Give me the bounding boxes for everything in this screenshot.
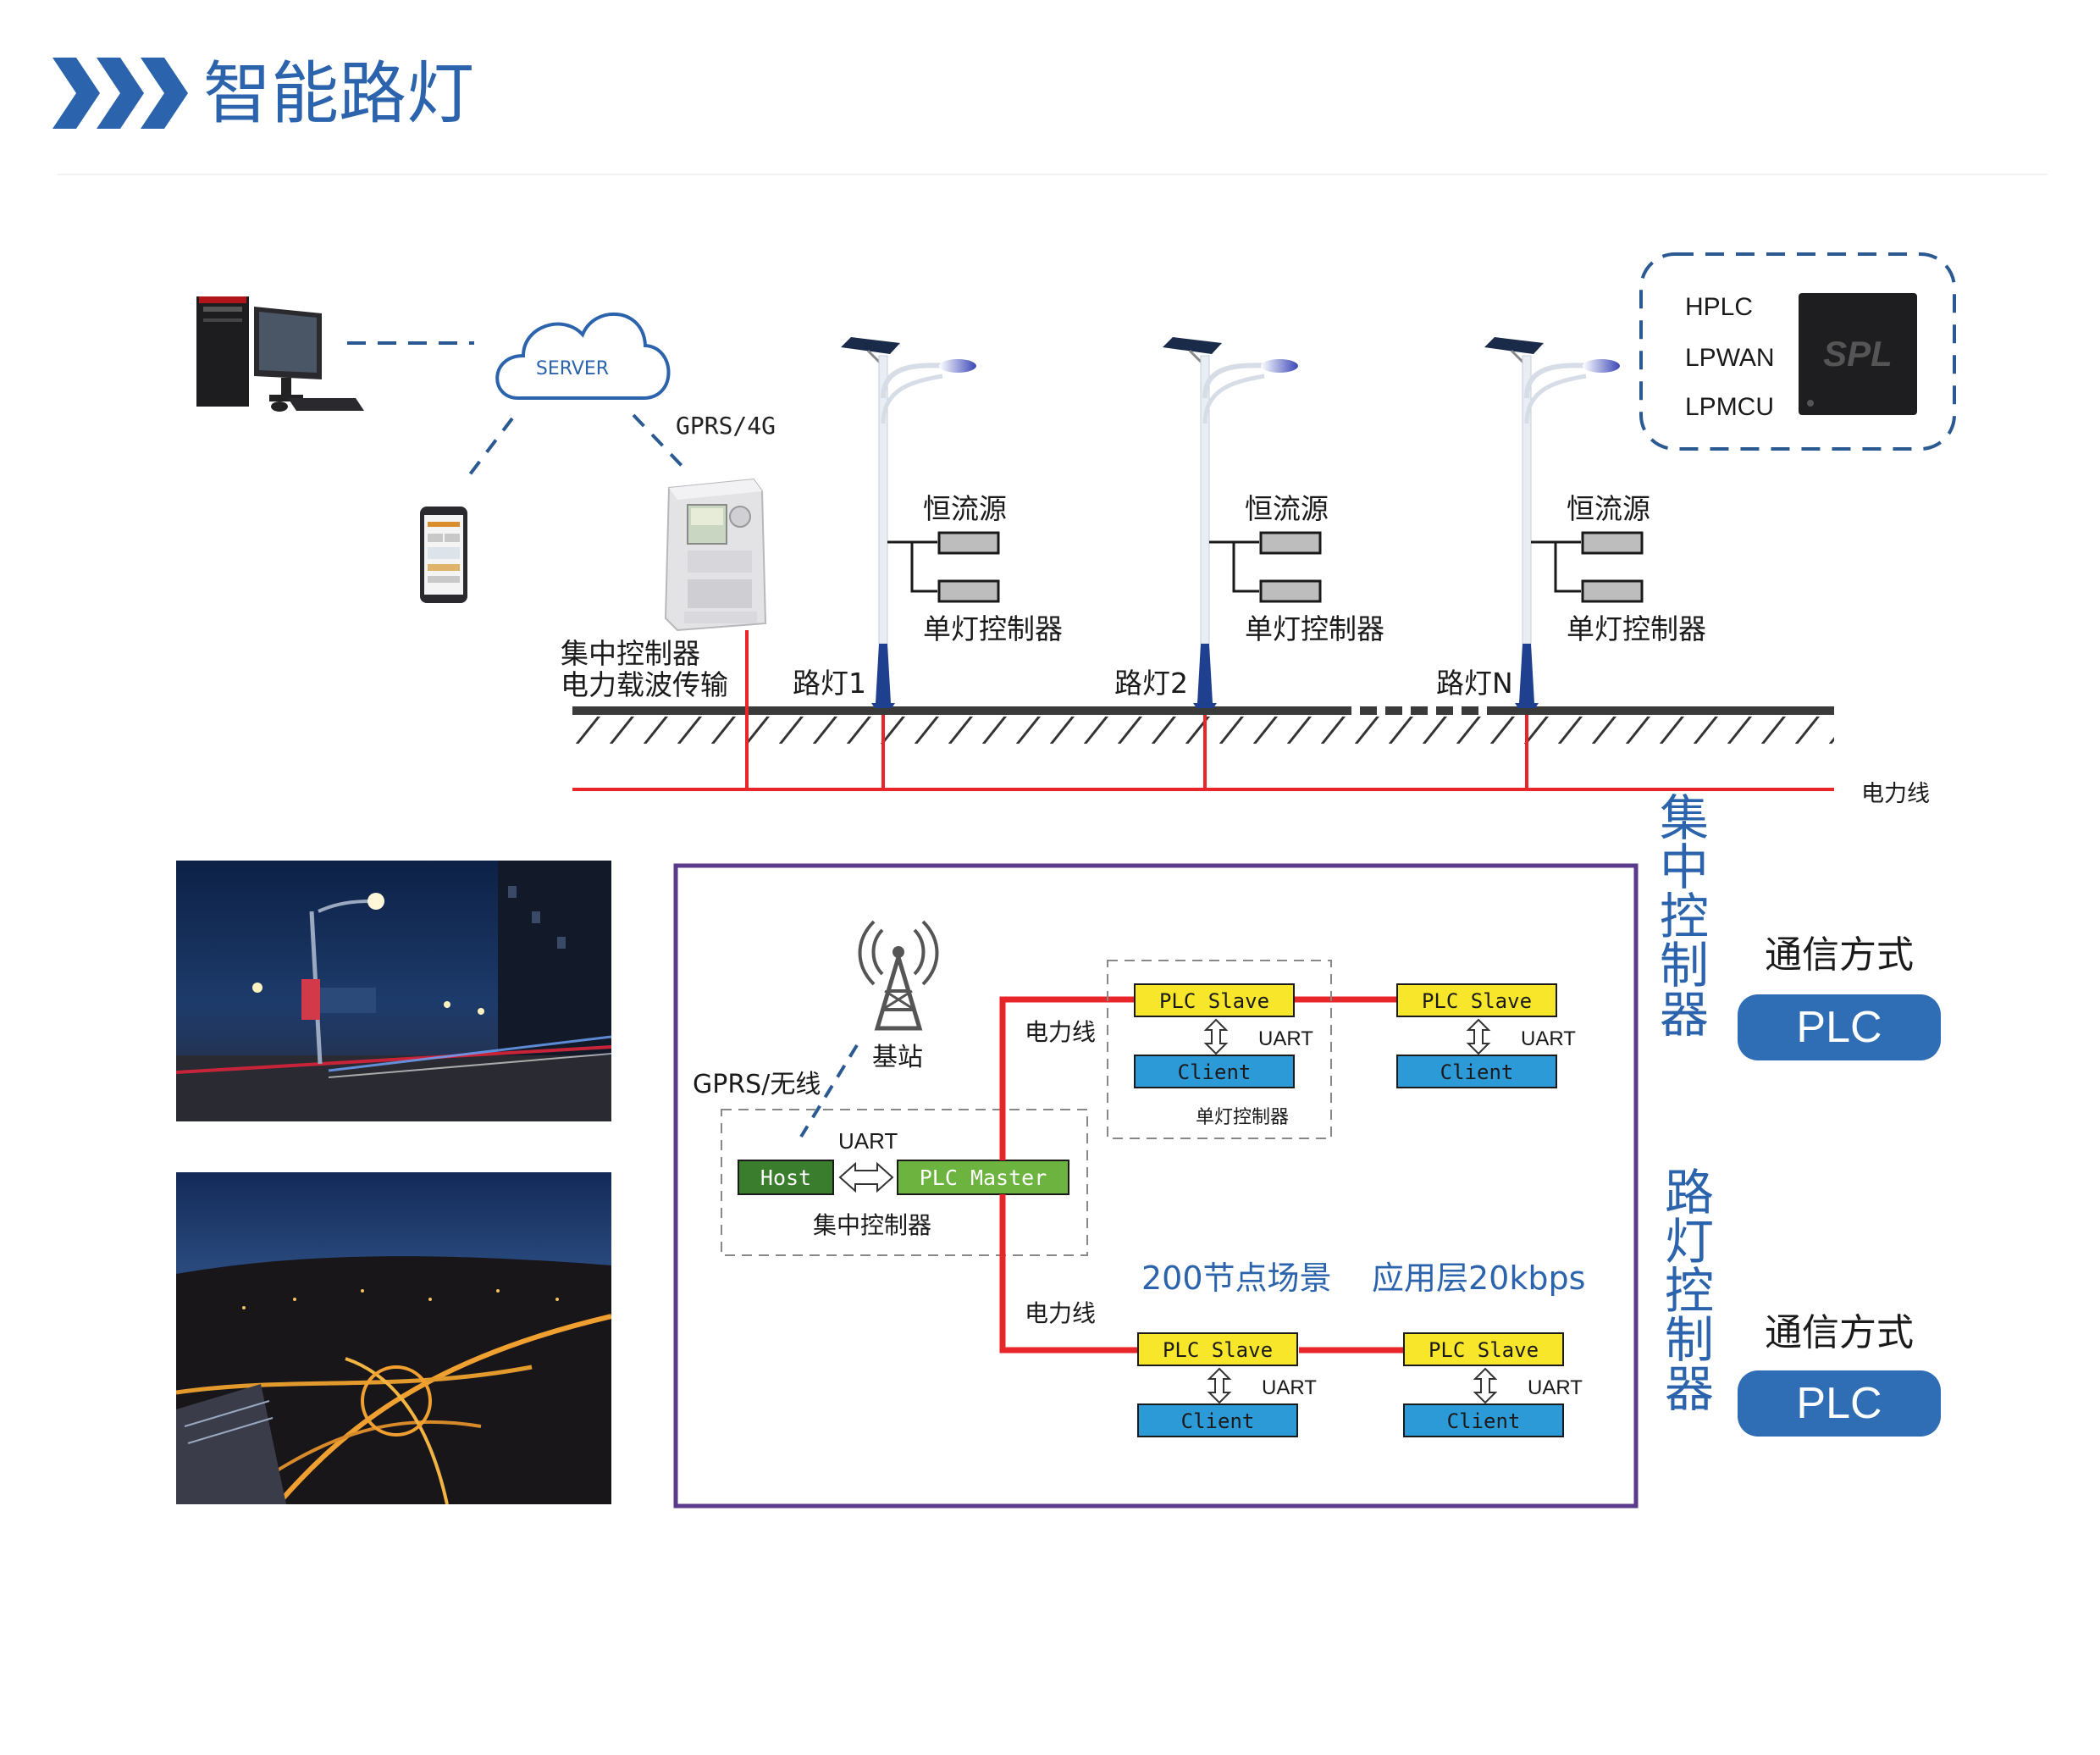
lamp-n-name: 路灯N xyxy=(1436,667,1513,700)
client-label-3: Client xyxy=(1181,1409,1255,1433)
client-box-4 xyxy=(1403,1403,1564,1437)
uart-label-4: UART xyxy=(1528,1376,1583,1399)
city-night-photo xyxy=(176,1172,611,1504)
plc-slave-label-3: PLC Slave xyxy=(1163,1338,1273,1362)
cloud-phone-link xyxy=(468,417,514,476)
client-box-3 xyxy=(1137,1403,1298,1437)
concentrator-group xyxy=(721,1109,1088,1256)
power-line-label-bottom: 电力线 xyxy=(1025,1299,1096,1327)
phone-icon xyxy=(420,507,467,603)
plc-line-down xyxy=(999,1194,1138,1354)
plc-slave-label-2: PLC Slave xyxy=(1422,989,1532,1013)
client-box-1 xyxy=(1134,1055,1295,1088)
single-lamp-caption: 单灯控制器 xyxy=(1196,1107,1289,1128)
client-label-1: Client xyxy=(1178,1060,1252,1084)
chip-item-lpwan: LPWAN xyxy=(1685,344,1775,372)
lamp-2-name: 路灯2 xyxy=(1114,667,1188,700)
server-label: SERVER xyxy=(536,358,609,379)
client-box-2 xyxy=(1396,1055,1557,1088)
power-line-label-top: 电力线 xyxy=(1025,1018,1096,1046)
chip-item-hplc: HPLC xyxy=(1685,293,1753,321)
uart-arrow-icon-4 xyxy=(1473,1367,1498,1404)
uart-arrow-icon-3 xyxy=(1207,1367,1232,1404)
header-divider xyxy=(58,174,2048,175)
plc-master-label: PLC Master xyxy=(920,1165,1047,1190)
lamp-1-power-label: 恒流源 xyxy=(923,492,1007,525)
ground-line-left xyxy=(572,706,1351,715)
street-lamp-2-icon xyxy=(1163,337,1322,708)
chip-box xyxy=(1639,252,1956,451)
chip-icon xyxy=(1799,293,1917,415)
concentrator-label: 集中控制器 xyxy=(561,637,700,670)
ground-line-right xyxy=(1487,706,1834,715)
chip-item-lpmcu: LPMCU xyxy=(1685,393,1774,421)
lamp-2-power-label: 恒流源 xyxy=(1245,492,1329,525)
page-title: 智能路灯 xyxy=(203,54,474,133)
lamp-2-controller-label: 单灯控制器 xyxy=(1245,612,1384,645)
host-label: Host xyxy=(760,1165,811,1190)
uart-label-2: UART xyxy=(1521,1027,1576,1050)
chip-pin-dot xyxy=(1807,400,1814,407)
header-logo xyxy=(52,58,188,129)
host-box xyxy=(738,1160,834,1195)
plc-slave-box-3 xyxy=(1137,1332,1298,1366)
cloud-icon xyxy=(495,313,671,400)
bidirectional-arrow-icon xyxy=(838,1161,894,1193)
plc-slave-box-1 xyxy=(1134,983,1295,1017)
concentrator-transmission-label: 电力载波传输 xyxy=(561,668,728,701)
lamp-1-controller-label: 单灯控制器 xyxy=(923,612,1063,645)
comm-mode-label-2: 通信方式 xyxy=(1765,1311,1914,1354)
plc-badge-2: PLC xyxy=(1738,1370,1941,1437)
uart-label-3: UART xyxy=(1262,1376,1317,1399)
plc-slave-box-2 xyxy=(1396,983,1557,1017)
plc-slave-label-1: PLC Slave xyxy=(1159,989,1269,1013)
client-label-4: Client xyxy=(1447,1409,1521,1433)
uart-label-host: UART xyxy=(838,1128,898,1154)
uart-label-1: UART xyxy=(1258,1027,1313,1050)
wireless-link xyxy=(799,1044,859,1138)
street-lamp-n-icon xyxy=(1484,337,1644,708)
client-label-2: Client xyxy=(1440,1060,1514,1084)
ground-dashes xyxy=(1360,706,1478,715)
plc-badge-1: PLC xyxy=(1738,994,1941,1060)
plc-line-up xyxy=(999,996,1135,1160)
base-station-icon xyxy=(858,920,939,1031)
lamp-n-controller-label: 单灯控制器 xyxy=(1567,612,1706,645)
base-station-label: 基站 xyxy=(872,1043,923,1072)
concentrator-device-icon xyxy=(664,478,767,632)
single-lamp-group xyxy=(1107,960,1332,1139)
plc-frame xyxy=(673,863,1639,1509)
plc-master-box xyxy=(897,1160,1069,1195)
computer-icon xyxy=(196,296,364,412)
gprs-label: GPRS/4G xyxy=(676,412,776,440)
street-night-photo xyxy=(176,861,611,1121)
centralized-controller-vertical-label: 集中控制器 xyxy=(1651,792,1709,1038)
lamp-1-name: 路灯1 xyxy=(793,667,866,700)
cloud-meter-link xyxy=(632,413,688,472)
lamp-controller-vertical-label: 路灯控制器 xyxy=(1656,1166,1714,1412)
comm-mode-label-1: 通信方式 xyxy=(1765,933,1914,977)
power-line-label: 电力线 xyxy=(1861,781,1930,807)
chip-logo: SPL xyxy=(1823,334,1893,374)
rate-text: 应用层20kbps xyxy=(1372,1260,1585,1297)
plc-slave-box-4 xyxy=(1403,1332,1564,1366)
gprs-wireless-label: GPRS/无线 xyxy=(693,1070,821,1099)
concentrator-caption: 集中控制器 xyxy=(813,1211,931,1239)
uart-arrow-icon-1 xyxy=(1203,1018,1229,1055)
uart-arrow-icon-2 xyxy=(1466,1018,1491,1055)
street-lamp-1-icon xyxy=(841,337,1000,708)
plc-slave-label-4: PLC Slave xyxy=(1429,1338,1539,1362)
nodes-text: 200节点场景 xyxy=(1141,1260,1332,1297)
lamp-n-power-label: 恒流源 xyxy=(1567,492,1650,525)
